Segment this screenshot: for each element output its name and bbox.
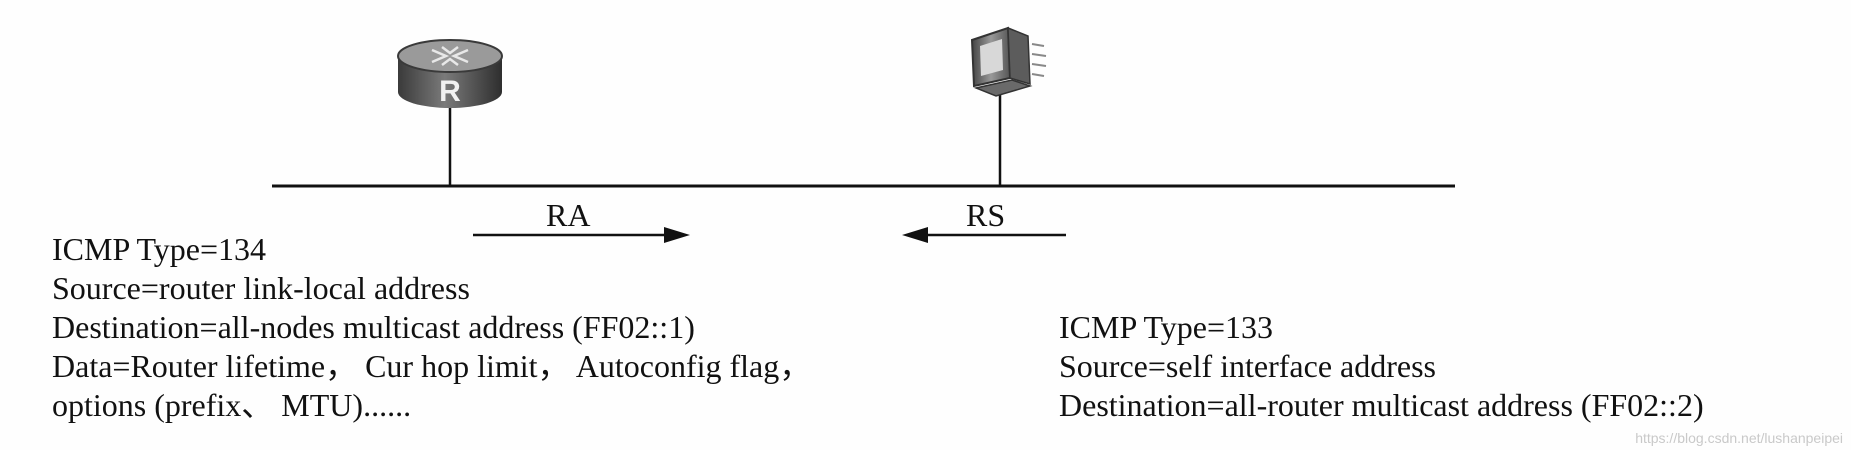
ra-detail-line: Data=Router lifetime， Cur hop limit， Aut… <box>52 348 812 384</box>
watermark: https://blog.csdn.net/lushanpeipei <box>1635 430 1843 446</box>
router-letter: R <box>439 75 461 108</box>
ra-label: RA <box>546 197 591 233</box>
computer-icon <box>970 26 1047 97</box>
router-icon: R <box>397 39 503 108</box>
rs-details: ICMP Type=133 Source=self interface addr… <box>1059 308 1704 425</box>
rs-detail-line: ICMP Type=133 <box>1059 309 1274 345</box>
rs-label: RS <box>966 197 1006 233</box>
ra-arrow <box>473 227 690 243</box>
ra-detail-line: options (prefix、 MTU)...... <box>52 387 412 423</box>
rs-detail-line: Source=self interface address <box>1059 348 1436 384</box>
rs-detail-line: Destination=all-router multicast address… <box>1059 387 1704 423</box>
ra-detail-line: ICMP Type=134 <box>52 231 267 267</box>
ra-detail-line: Destination=all-nodes multicast address … <box>52 309 695 345</box>
ra-details: ICMP Type=134 Source=router link-local a… <box>52 230 811 425</box>
rs-arrow <box>902 227 1066 243</box>
ra-detail-line: Source=router link-local address <box>52 270 470 306</box>
